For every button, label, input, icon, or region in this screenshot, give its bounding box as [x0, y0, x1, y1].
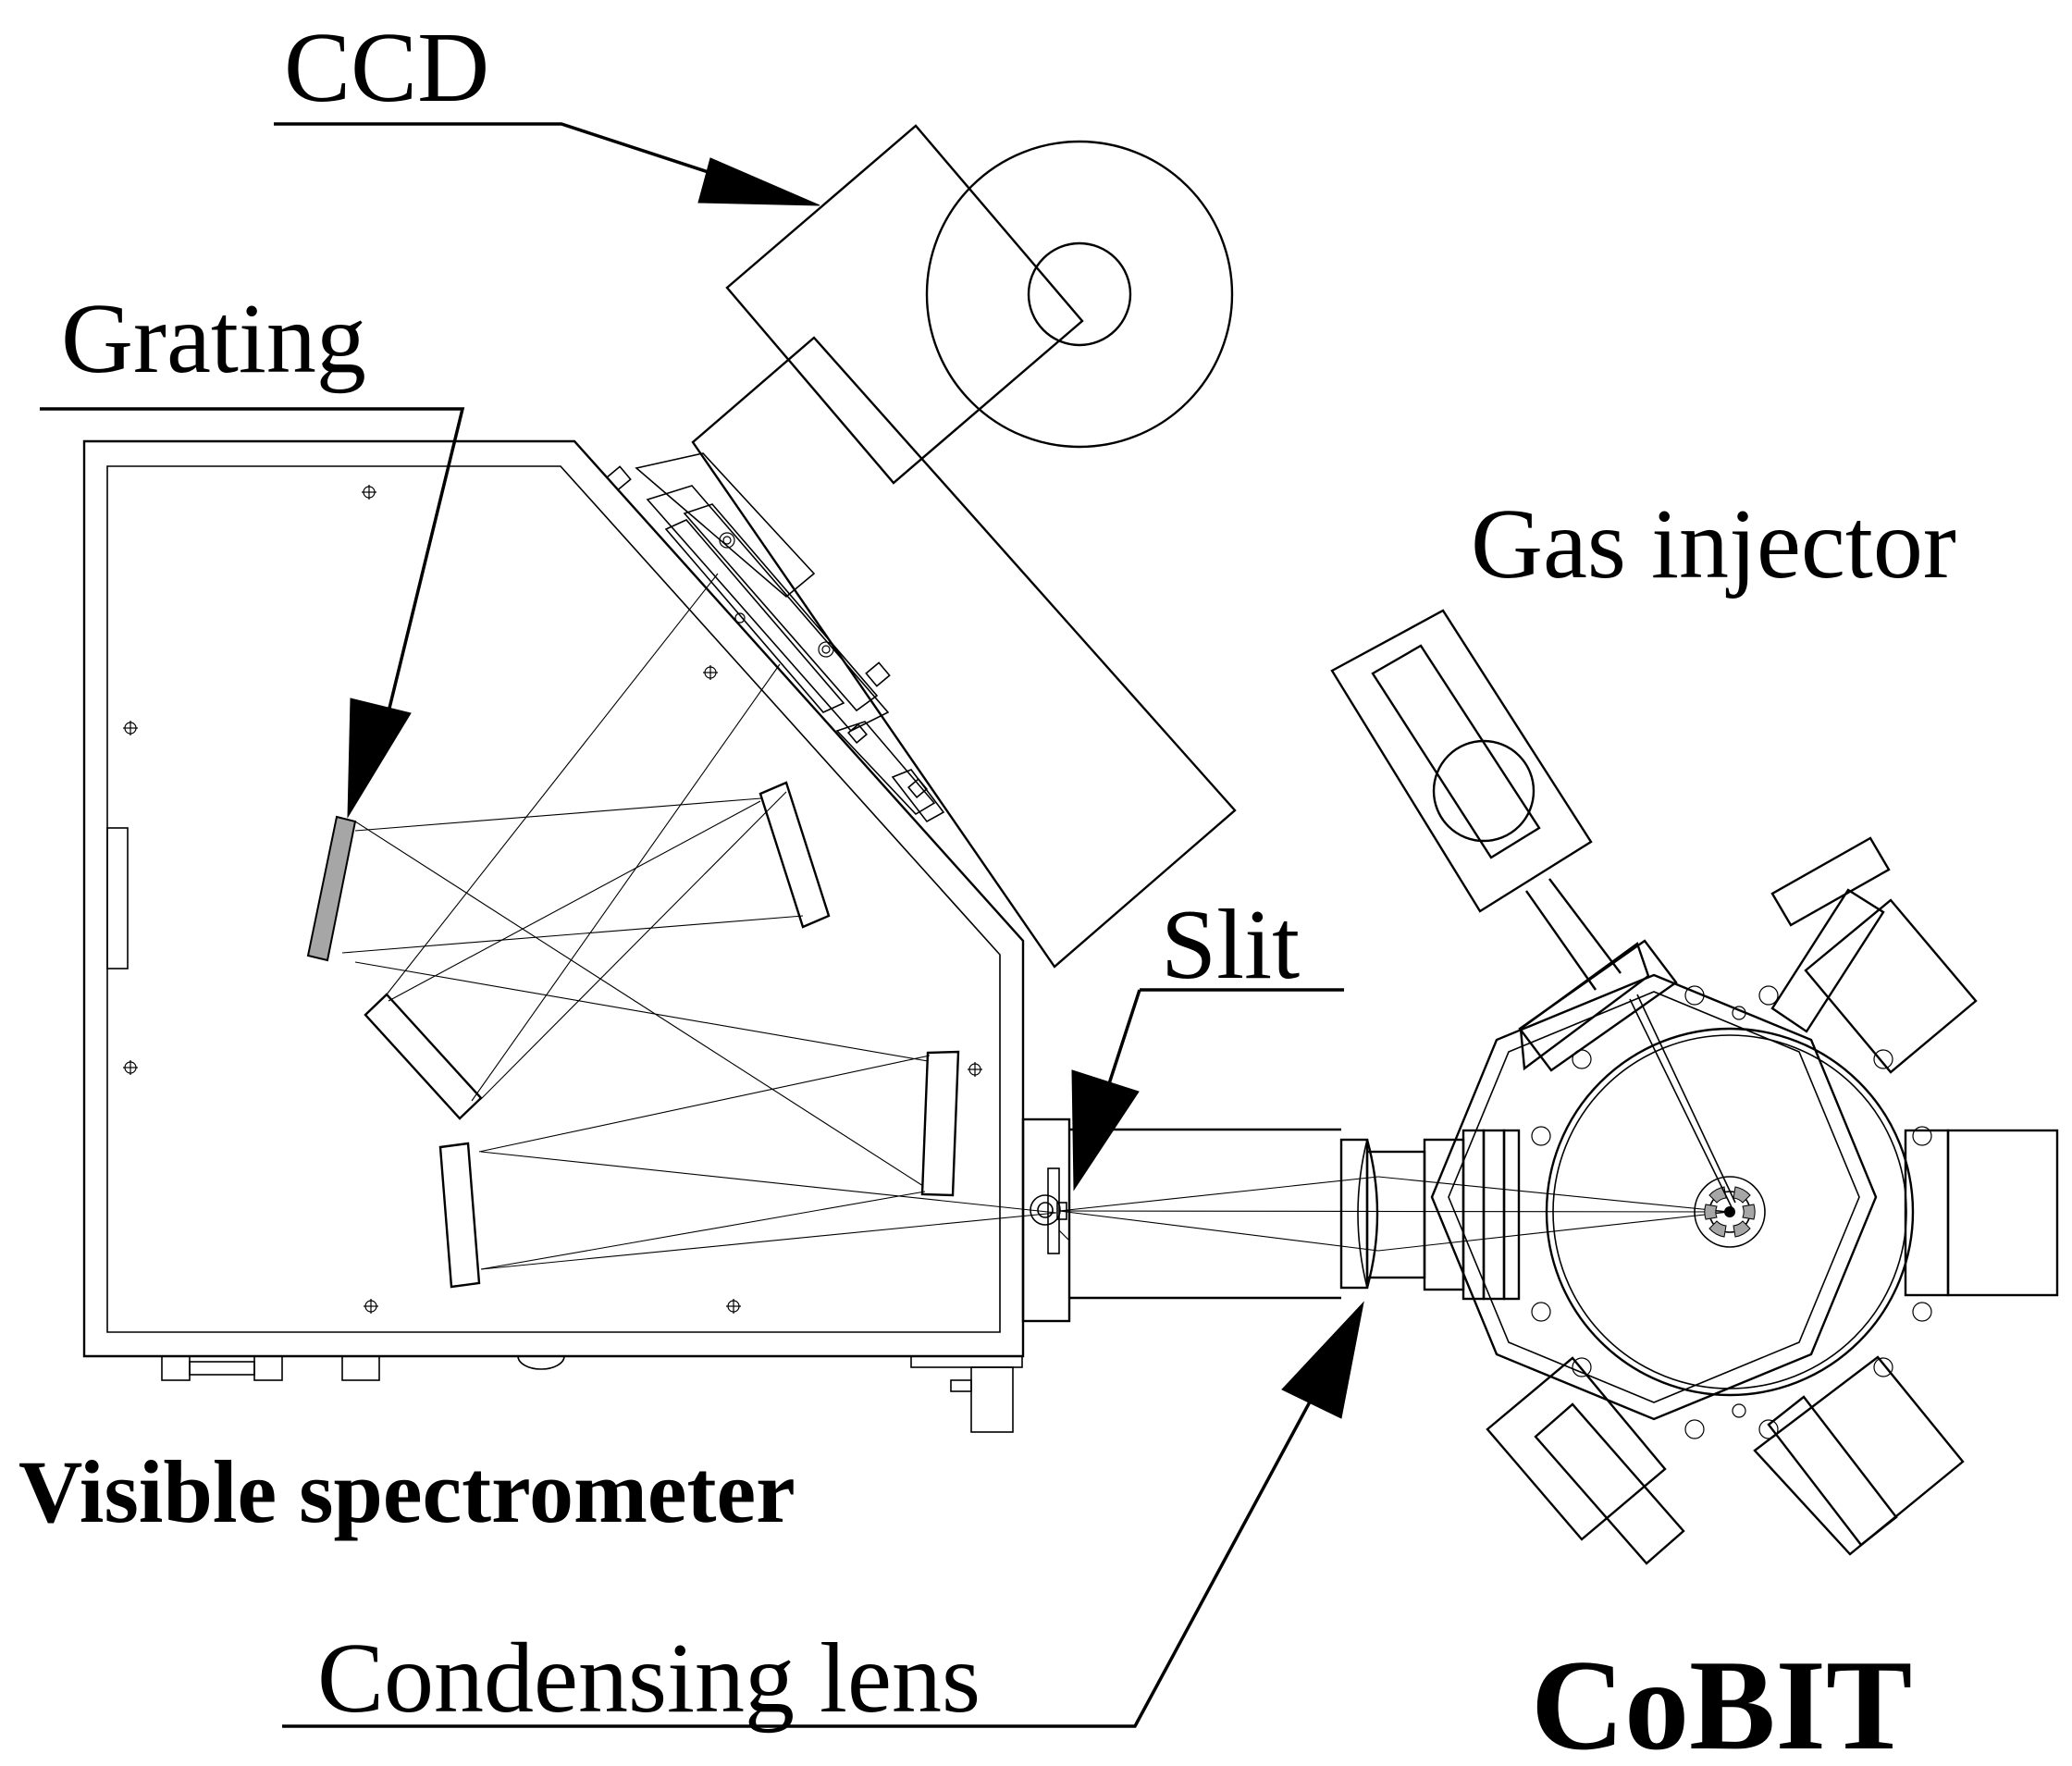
label-visible-spectrometer: Visible spectrometer [18, 1442, 796, 1541]
slit-flange [1021, 1118, 1071, 1323]
labels: CCD Grating Gas injector Slit Visible sp… [18, 13, 1956, 1766]
ccd-mount [606, 452, 945, 823]
label-gas-injector: Gas injector [1471, 489, 1956, 599]
bottom-connectors [161, 1355, 1023, 1433]
ray-paths [341, 573, 1057, 1270]
chamber-bolts [1531, 985, 1932, 1439]
mirror-lower-left [364, 993, 483, 1120]
mounting-screws [123, 485, 982, 1314]
label-ccd: CCD [284, 13, 489, 123]
gas-injector [1330, 609, 1736, 1208]
optics [306, 573, 1069, 1289]
cobit-chamber [1330, 609, 2059, 1565]
spectrometer-housing [82, 439, 1071, 1433]
condensing-lens [1365, 1139, 1379, 1289]
callouts [40, 122, 1364, 1728]
mirror-bottom [438, 1142, 481, 1289]
label-slit: Slit [1161, 890, 1300, 1000]
chamber-ports [1486, 836, 2059, 1565]
mirror-upper-right [758, 781, 831, 929]
grating [306, 815, 357, 962]
label-cobit: CoBIT [1531, 1634, 1912, 1766]
label-grating: Grating [61, 284, 366, 394]
mirror-right [920, 1050, 960, 1197]
trap-electrode [1694, 1176, 1766, 1248]
label-condensing-lens: Condensing lens [317, 1624, 980, 1734]
beam-tube [1058, 1128, 1731, 1301]
ccd-camera [606, 124, 1237, 969]
